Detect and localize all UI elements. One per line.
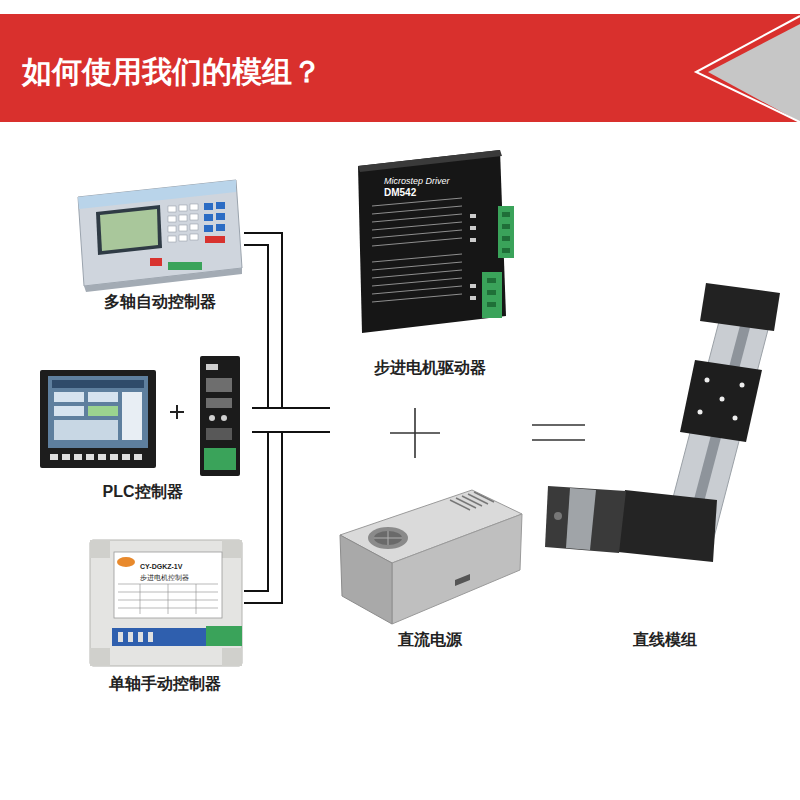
device-caption: 直流电源 <box>396 629 464 651</box>
device-caption: 单轴手动控制器 <box>107 673 223 695</box>
device-caption: PLC控制器 <box>101 481 185 503</box>
label-holder: 步进电机控制器 <box>140 566 189 584</box>
header-chevron <box>696 16 800 122</box>
device-caption: 直线模组 <box>631 629 699 651</box>
plc-picture <box>40 356 240 476</box>
linear-module-picture <box>545 283 780 562</box>
multi-axis-controller-picture <box>78 180 242 292</box>
single-axis-controller-picture <box>90 540 242 666</box>
device-caption: 多轴自动控制器 <box>102 291 218 313</box>
device-marking: 步进电机控制器 <box>140 573 189 582</box>
device-marking: CY-DGKZ-1V <box>140 562 182 571</box>
bracket-lines <box>244 233 330 603</box>
header-band <box>0 14 800 122</box>
device-caption: 步进电机驱动器 <box>372 357 488 379</box>
device-marking: Microstep Driver <box>384 176 450 187</box>
equals-sign <box>532 425 585 440</box>
label-holder: DM542 <box>384 182 416 200</box>
device-node: 直流电源 <box>335 485 525 651</box>
device-node: 直线模组 <box>540 275 790 651</box>
power-supply-picture <box>340 490 522 624</box>
device-node: PLC控制器 <box>35 350 250 503</box>
label-holder: Microstep Driver <box>384 170 450 188</box>
plus-sign <box>390 408 440 458</box>
driver-picture <box>358 150 514 333</box>
device-node: 单轴手动控制器 <box>80 535 250 695</box>
header-triangle <box>708 24 800 122</box>
label-holder: CY-DGKZ-1V <box>140 555 182 573</box>
title-holder: 如何使用我们的模组？ <box>22 50 322 94</box>
page-title: 如何使用我们的模组？ <box>22 50 322 94</box>
device-marking: DM542 <box>384 187 416 199</box>
device-node: 多轴自动控制器 <box>70 175 250 313</box>
